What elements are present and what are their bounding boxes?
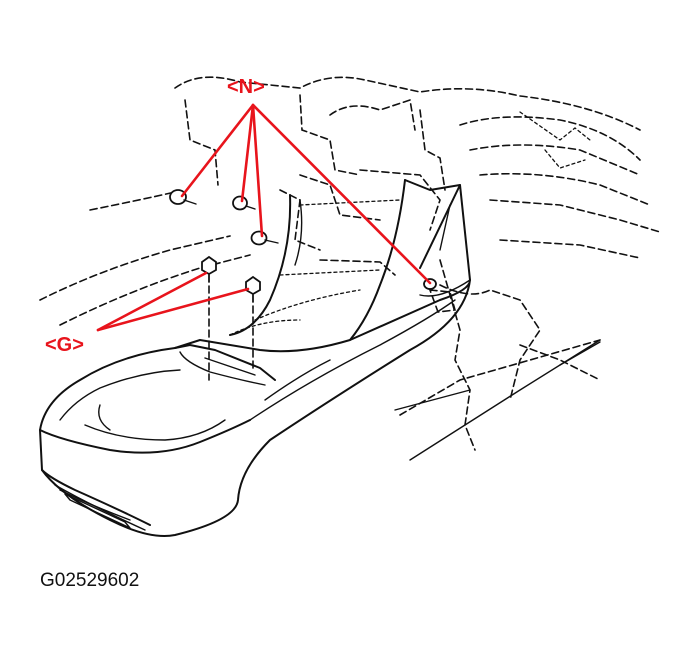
center-console <box>39 279 471 537</box>
bolt-fasteners <box>201 255 261 303</box>
bolt-callout-label: <G> <box>45 334 84 356</box>
nut-icon <box>250 230 279 246</box>
figure-id: G02529602 <box>40 570 139 591</box>
nut-icon <box>232 195 256 211</box>
bolt-icon <box>201 255 217 283</box>
bolt-leader-lines <box>96 271 250 332</box>
nut-icon <box>169 189 197 205</box>
background-structure <box>39 76 661 461</box>
bolt-alignment-lines <box>208 274 254 381</box>
nut-callout-label: <N> <box>227 76 265 98</box>
nut-leader-lines <box>180 103 432 285</box>
